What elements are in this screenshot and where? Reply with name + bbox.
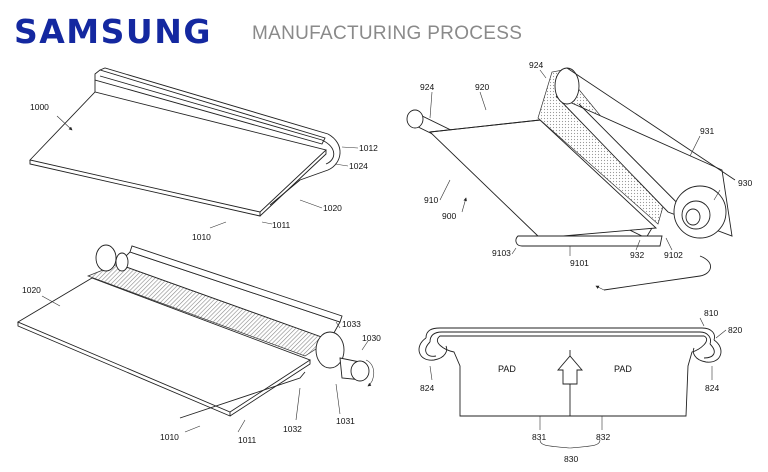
label-831: 831: [532, 432, 546, 442]
label-1010: 1010: [192, 232, 211, 242]
label-910: 910: [424, 195, 438, 205]
label-1030: 1030: [362, 333, 381, 343]
label-924-top: 924: [529, 60, 543, 70]
label-824-left: 824: [420, 383, 434, 393]
label-931: 931: [700, 126, 714, 136]
label-9103: 9103: [492, 248, 511, 258]
label-pad-right: PAD: [614, 364, 632, 374]
label-9102: 9102: [664, 250, 683, 260]
label-1020-b: 1020: [22, 285, 41, 295]
figure-folded-sheet: [29, 67, 359, 229]
label-930: 930: [738, 178, 752, 188]
label-1011-b: 1011: [238, 435, 257, 445]
figure-pad-lamination: [418, 317, 727, 449]
page-subtitle: MANUFACTURING PROCESS: [252, 23, 523, 44]
label-824-right: 824: [705, 383, 719, 393]
label-9101: 9101: [570, 258, 589, 268]
label-1032: 1032: [283, 424, 302, 434]
label-1033: 1033: [342, 319, 361, 329]
label-900: 900: [442, 211, 456, 221]
label-830: 830: [564, 454, 578, 464]
label-1031: 1031: [336, 416, 355, 426]
label-932: 932: [630, 250, 644, 260]
samsung-logo: SAMSUNG: [14, 12, 212, 51]
label-1024: 1024: [349, 161, 368, 171]
label-1012: 1012: [359, 143, 378, 153]
label-1011: 1011: [272, 220, 291, 230]
label-924-left: 924: [420, 82, 434, 92]
label-1000: 1000: [30, 102, 49, 112]
label-832: 832: [596, 432, 610, 442]
label-920: 920: [475, 82, 489, 92]
label-810: 810: [704, 308, 718, 318]
figure-roller-press: [17, 244, 375, 433]
label-1020: 1020: [323, 203, 342, 213]
label-pad-left: PAD: [498, 364, 516, 374]
label-820: 820: [728, 325, 742, 335]
label-1010-b: 1010: [160, 432, 179, 442]
figure-roll-lamination: [406, 67, 736, 291]
